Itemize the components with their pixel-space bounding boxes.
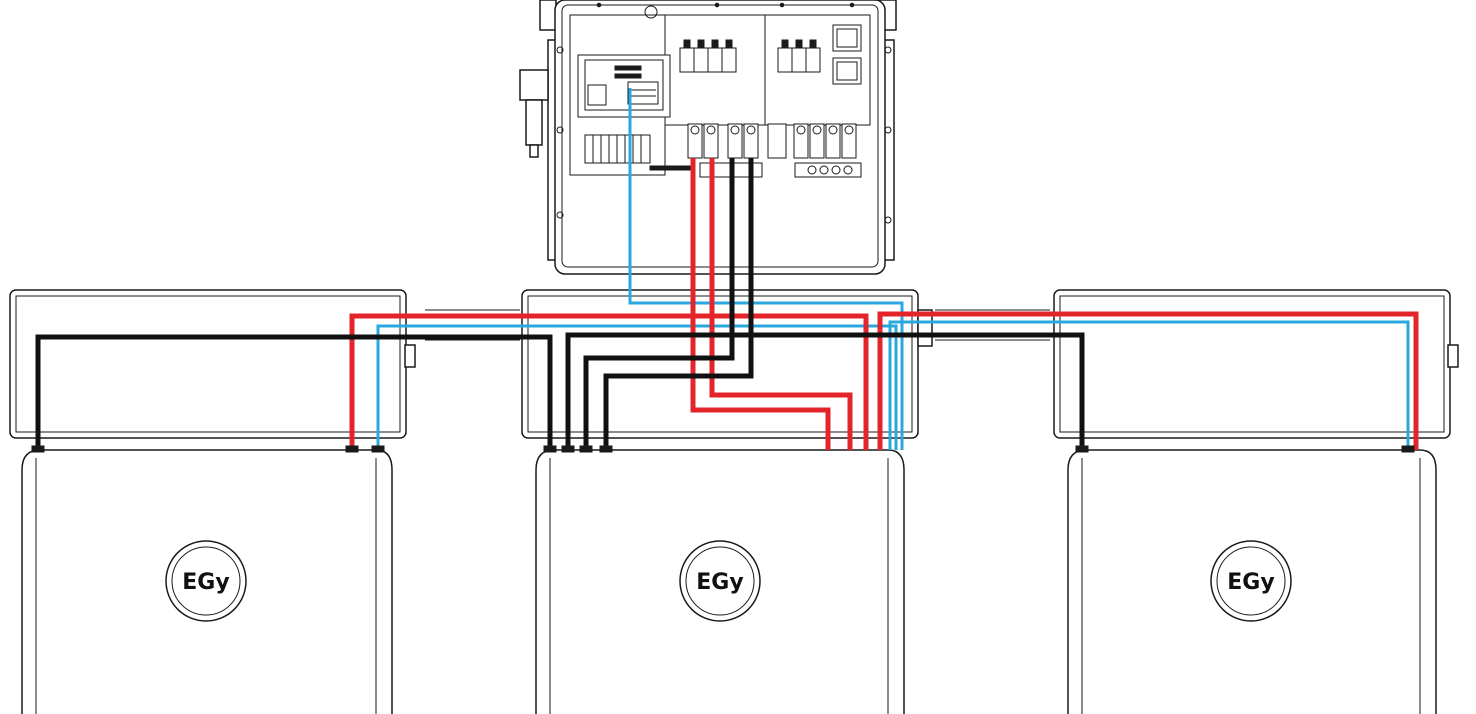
svg-text:EGy: EGy <box>696 570 743 595</box>
positive-cable-left <box>349 313 869 450</box>
positive-cable-box-2 <box>709 158 853 450</box>
battery-unit-right <box>1053 289 1459 714</box>
comm-cable-right <box>888 320 1410 450</box>
breakers-upper-left <box>679 39 737 73</box>
positive-cable-right <box>877 311 1419 450</box>
negative-cable-left <box>35 334 553 450</box>
negative-cable-box-2 <box>603 158 754 450</box>
logo-left: EGy <box>165 540 247 622</box>
terminal-strip <box>584 134 651 164</box>
svg-text:EGy: EGy <box>182 570 229 595</box>
comm-cable-box-to-center <box>628 88 904 450</box>
positive-cable-box-1 <box>690 158 831 450</box>
cables <box>35 88 1419 450</box>
battery-terminals <box>31 445 1415 453</box>
negative-cable-right <box>565 332 1085 450</box>
breakers-lower-row <box>687 123 857 159</box>
negative-cable-box-1 <box>583 158 735 450</box>
battery-unit-center <box>521 289 919 714</box>
communication-board <box>577 54 671 118</box>
distribution-box <box>519 0 897 275</box>
logo-center: EGy <box>679 540 761 622</box>
comm-cable-left <box>376 324 898 450</box>
logo-right: EGy <box>1210 540 1292 622</box>
svg-text:EGy: EGy <box>1227 570 1274 595</box>
breakers-upper-right <box>777 24 862 85</box>
